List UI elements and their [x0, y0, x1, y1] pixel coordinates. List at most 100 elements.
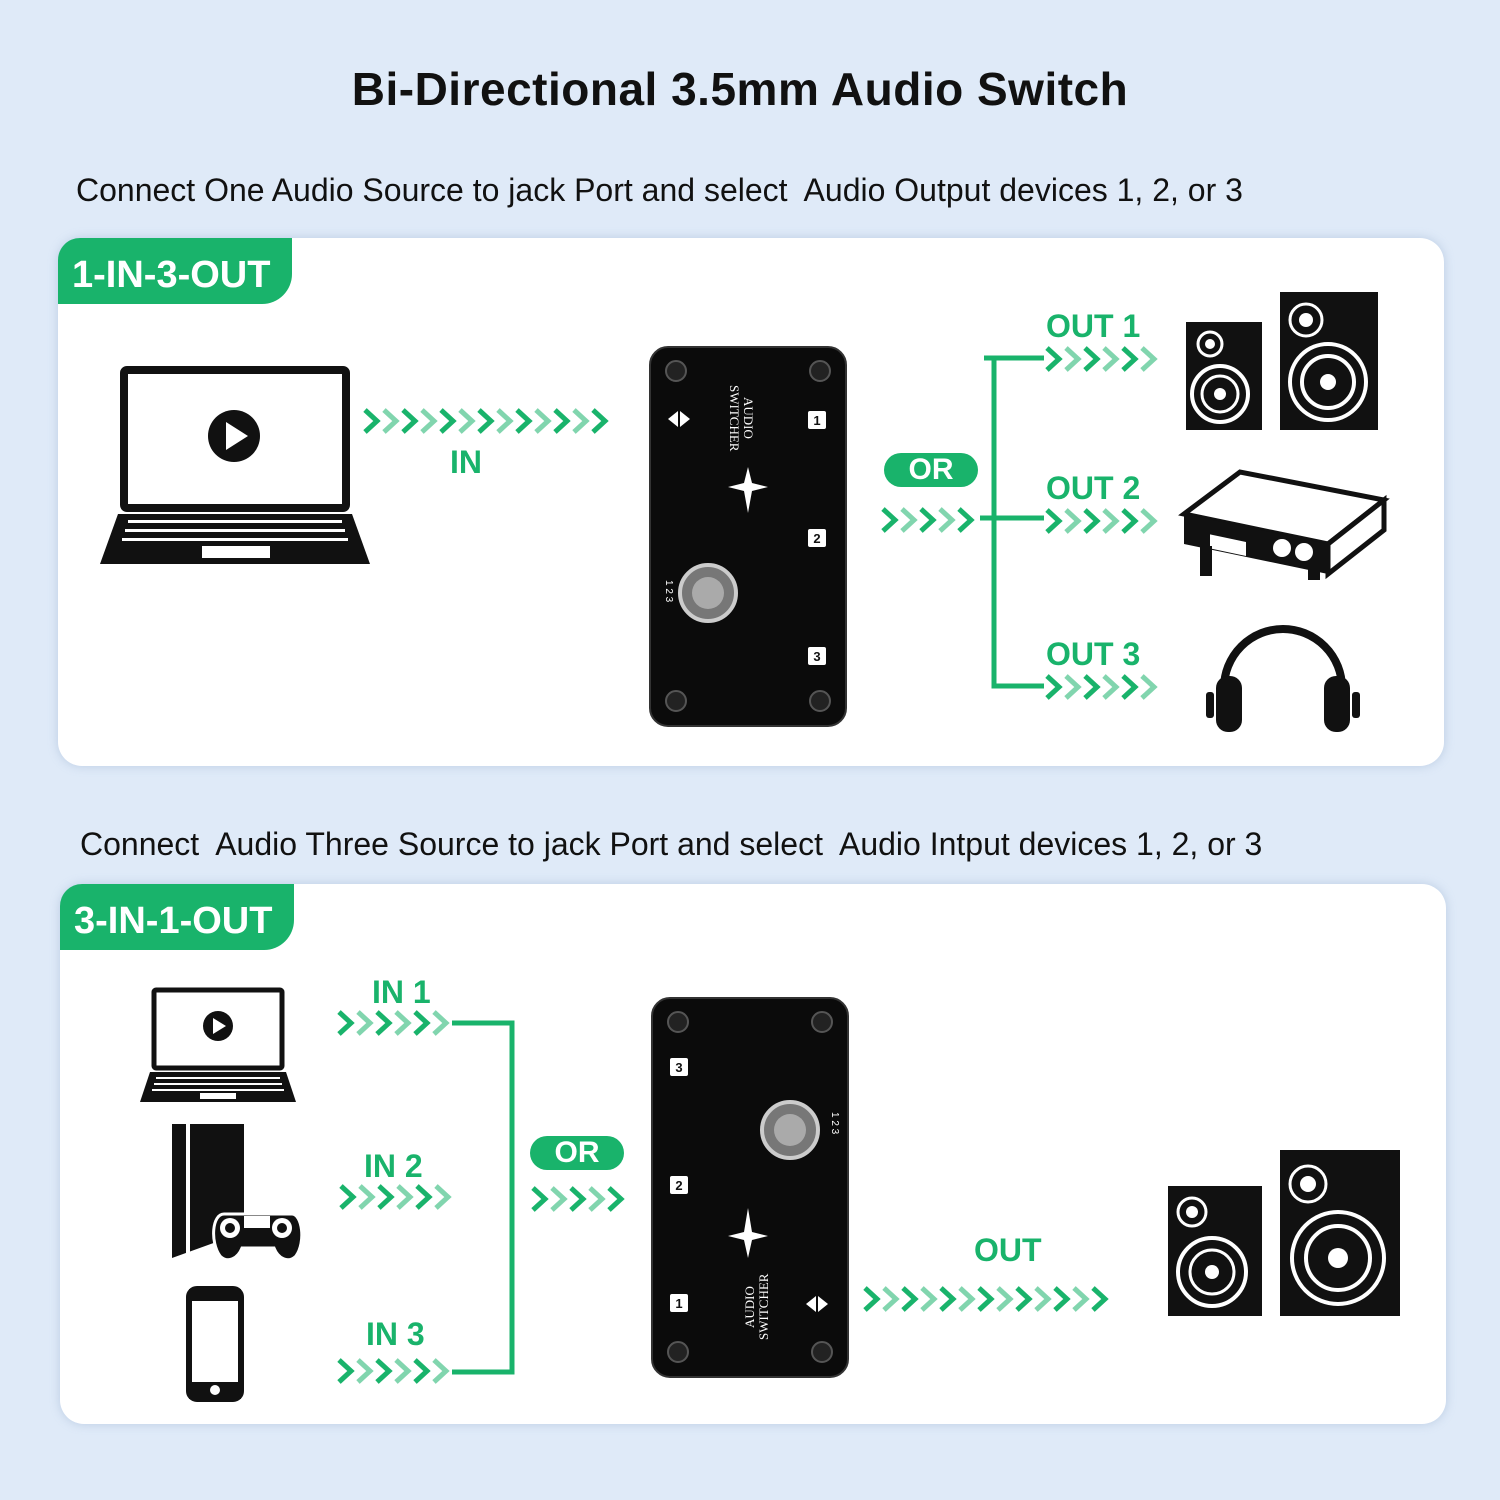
page-title: Bi-Directional 3.5mm Audio Switch [351, 63, 1129, 115]
arrow-chevron [1064, 508, 1082, 534]
arrow-chevron [356, 1358, 374, 1384]
port-label: 2 [813, 531, 820, 546]
arrow-chevron [977, 1286, 995, 1312]
arrow-chevron [401, 408, 419, 434]
or-badge: OR [530, 1136, 624, 1170]
in-arrow [363, 408, 609, 434]
arrow-chevron [375, 1010, 393, 1036]
branch-connector [980, 355, 1044, 689]
arrow-chevron [363, 408, 381, 434]
in1-label: IN 1 [372, 974, 431, 1010]
arrow-chevron [1091, 1286, 1109, 1312]
arrow-chevron [394, 1010, 412, 1036]
arrow-chevron [415, 1184, 433, 1210]
arrow-chevron [1121, 346, 1139, 372]
arrow-chevron [1140, 674, 1158, 700]
arrow-chevron [396, 1184, 414, 1210]
port-label: 2 [675, 1178, 682, 1193]
arrow-chevron [377, 1184, 395, 1210]
arrow-chevron [458, 408, 476, 434]
device-line1: AUDIO [742, 1286, 757, 1328]
audio-switcher-device: 1 2 3 AUDIO SWITCHER 1 2 3 [649, 346, 847, 727]
arrow-chevron [1072, 1286, 1090, 1312]
smartphone-icon [186, 1286, 244, 1402]
arrow-chevron [1102, 674, 1120, 700]
arrow-chevron [1121, 674, 1139, 700]
device-line2: SWITCHER [727, 385, 742, 452]
out-label: OUT [974, 1232, 1042, 1268]
arrow-chevron [534, 408, 552, 434]
arrow-chevron [958, 1286, 976, 1312]
section2-caption: Connect Audio Three Source to jack Port … [80, 826, 1263, 862]
arrow-chevron [901, 1286, 919, 1312]
arrow-chevron [375, 1358, 393, 1384]
arrow-chevron [938, 507, 956, 533]
port-label: 3 [675, 1060, 682, 1075]
laptop-icon [100, 366, 370, 564]
speakers-icon [1186, 292, 1378, 430]
in1-arrow [337, 1010, 450, 1036]
arrow-chevron [420, 408, 438, 434]
in3-label: IN 3 [366, 1316, 425, 1352]
or-badge: OR [884, 453, 978, 487]
arrow-chevron [1102, 346, 1120, 372]
arrow-chevron [339, 1184, 357, 1210]
laptop-icon [140, 987, 296, 1102]
port-label: 1 [675, 1296, 682, 1311]
section2-tag: 3-IN-1-OUT [60, 884, 295, 950]
arrow-chevron [1045, 346, 1063, 372]
arrow-chevron [572, 408, 590, 434]
arrow-chevron [607, 1186, 625, 1212]
out3-arrow [1045, 674, 1158, 700]
section1-tag: 1-IN-3-OUT [58, 238, 293, 304]
arrow-chevron [569, 1186, 587, 1212]
arrow-chevron [553, 408, 571, 434]
arrow-chevron [1083, 508, 1101, 534]
arrow-chevron [1140, 346, 1158, 372]
in-label: IN [450, 444, 482, 480]
out1-arrow [1045, 346, 1158, 372]
arrow-chevron [1083, 674, 1101, 700]
out3-label: OUT 3 [1046, 636, 1141, 672]
arrow-chevron [863, 1286, 881, 1312]
arrow-chevron [496, 408, 514, 434]
device-line2: SWITCHER [756, 1273, 771, 1340]
arrow-chevron [900, 507, 918, 533]
arrow-chevron [591, 408, 609, 434]
arrow-chevron [1064, 346, 1082, 372]
arrow-chevron [337, 1010, 355, 1036]
arrow-chevron [531, 1186, 549, 1212]
arrow-chevron [477, 408, 495, 434]
arrow-chevron [1121, 508, 1139, 534]
game-console-icon [172, 1124, 304, 1262]
knob-marks: 1 2 3 [663, 580, 674, 603]
arrow-chevron [920, 1286, 938, 1312]
port-label: 3 [813, 649, 820, 664]
merge-connector [452, 1020, 515, 1375]
arrow-chevron [881, 507, 899, 533]
arrow-chevron [1045, 674, 1063, 700]
arrow-chevron [939, 1286, 957, 1312]
amplifier-icon [1178, 469, 1390, 580]
arrow-chevron [356, 1010, 374, 1036]
arrow-chevron [515, 408, 533, 434]
in3-arrow [337, 1358, 450, 1384]
arrow-chevron [882, 1286, 900, 1312]
out1-label: OUT 1 [1046, 308, 1141, 344]
in2-arrow [339, 1184, 452, 1210]
knob-marks: 1 2 3 [829, 1112, 840, 1135]
or-arrow [881, 507, 975, 533]
speakers-icon [1168, 1150, 1400, 1316]
arrow-chevron [439, 408, 457, 434]
arrow-chevron [1102, 508, 1120, 534]
arrow-chevron [919, 507, 937, 533]
arrow-chevron [413, 1010, 431, 1036]
arrow-chevron [382, 408, 400, 434]
arrow-chevron [1034, 1286, 1052, 1312]
audio-switcher-device: 3 2 1 AUDIO SWITCHER 1 2 3 [651, 997, 849, 1378]
section1-caption: Connect One Audio Source to jack Port an… [76, 172, 1243, 208]
arrow-chevron [337, 1358, 355, 1384]
arrow-chevron [1053, 1286, 1071, 1312]
arrow-chevron [1140, 508, 1158, 534]
arrow-chevron [1015, 1286, 1033, 1312]
